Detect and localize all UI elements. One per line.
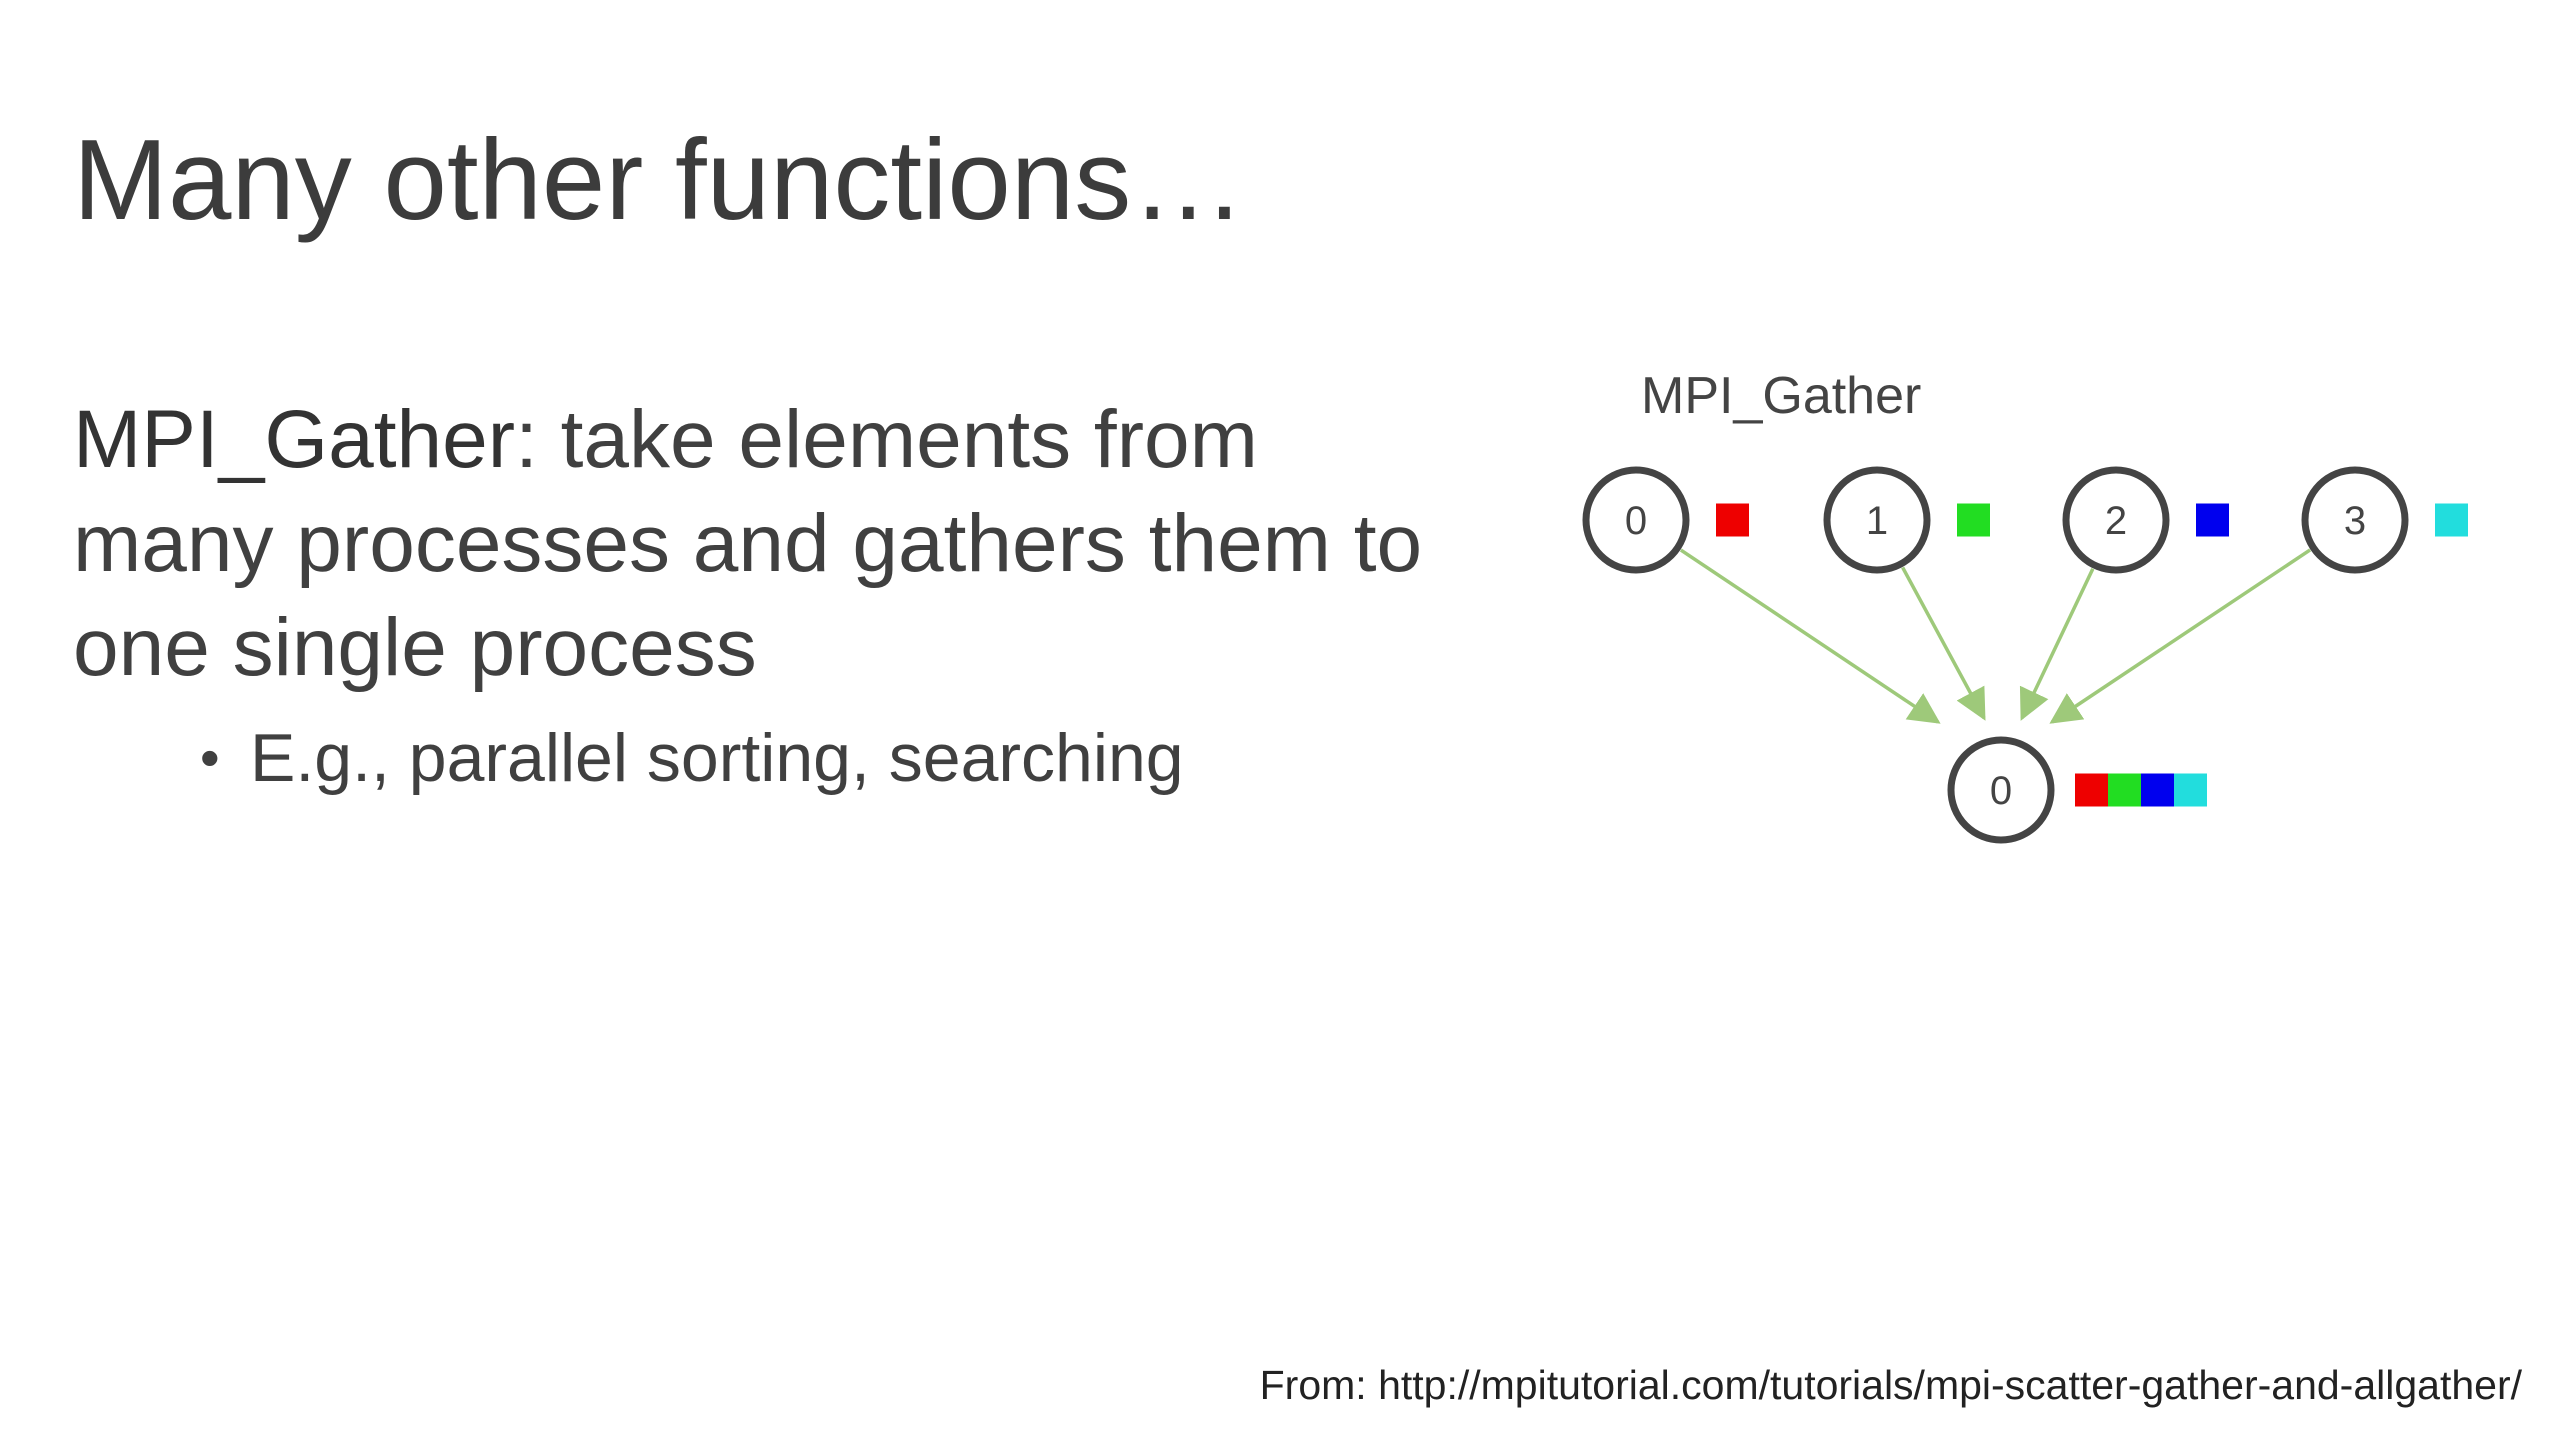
gathered-block-0 (2075, 773, 2108, 807)
gather-arrow-3 (2049, 548, 2312, 724)
source-citation: From: http://mpitutorial.com/tutorials/m… (1259, 1362, 2522, 1408)
diagram-title: MPI_Gather (1641, 367, 1922, 425)
gathered-block-3 (2174, 773, 2207, 807)
gathered-block-1 (2108, 773, 2141, 807)
arrows-layer (1679, 548, 2312, 724)
source-block-3 (2435, 503, 2468, 537)
source-block-2 (2196, 503, 2229, 537)
source-node-2-label: 2 (2105, 499, 2127, 543)
source-block-0 (1716, 503, 1749, 537)
bullet-item: • E.g., parallel sorting, searching (200, 716, 1184, 800)
gather-diagram-graphic: 0 1 2 3 0 (1582, 466, 2468, 844)
source-node-0-label: 0 (1625, 499, 1647, 543)
root-node-label: 0 (1990, 769, 2012, 813)
gather-arrow-1 (1901, 566, 1986, 721)
source-node-3-label: 3 (2344, 499, 2366, 543)
gather-arrow-0 (1679, 548, 1941, 724)
gather-diagram: MPI_Gather 0 1 2 3 0 (1560, 350, 2500, 850)
slide-title: Many other functions… (73, 117, 1246, 244)
source-node-1-circle (1823, 466, 1931, 574)
source-node-1-label: 1 (1866, 499, 1888, 543)
root-node-circle (1947, 736, 2055, 844)
source-node-2-circle (2062, 466, 2170, 574)
bullet-dot-icon: • (200, 726, 220, 789)
source-node-0-circle (1582, 466, 1690, 574)
gather-arrow-2 (2019, 568, 2095, 721)
gathered-block-2 (2141, 773, 2174, 807)
body-text: MPI_Gather: take elements from many proc… (73, 388, 1473, 700)
source-block-1 (1957, 503, 1990, 537)
function-description: : take elements from many processes and … (73, 394, 1423, 693)
bullet-text: E.g., parallel sorting, searching (250, 720, 1184, 796)
nodes-layer: 0 1 2 3 0 (1582, 466, 2468, 844)
source-node-3-circle (2301, 466, 2409, 574)
function-name: MPI_Gather (73, 394, 516, 485)
